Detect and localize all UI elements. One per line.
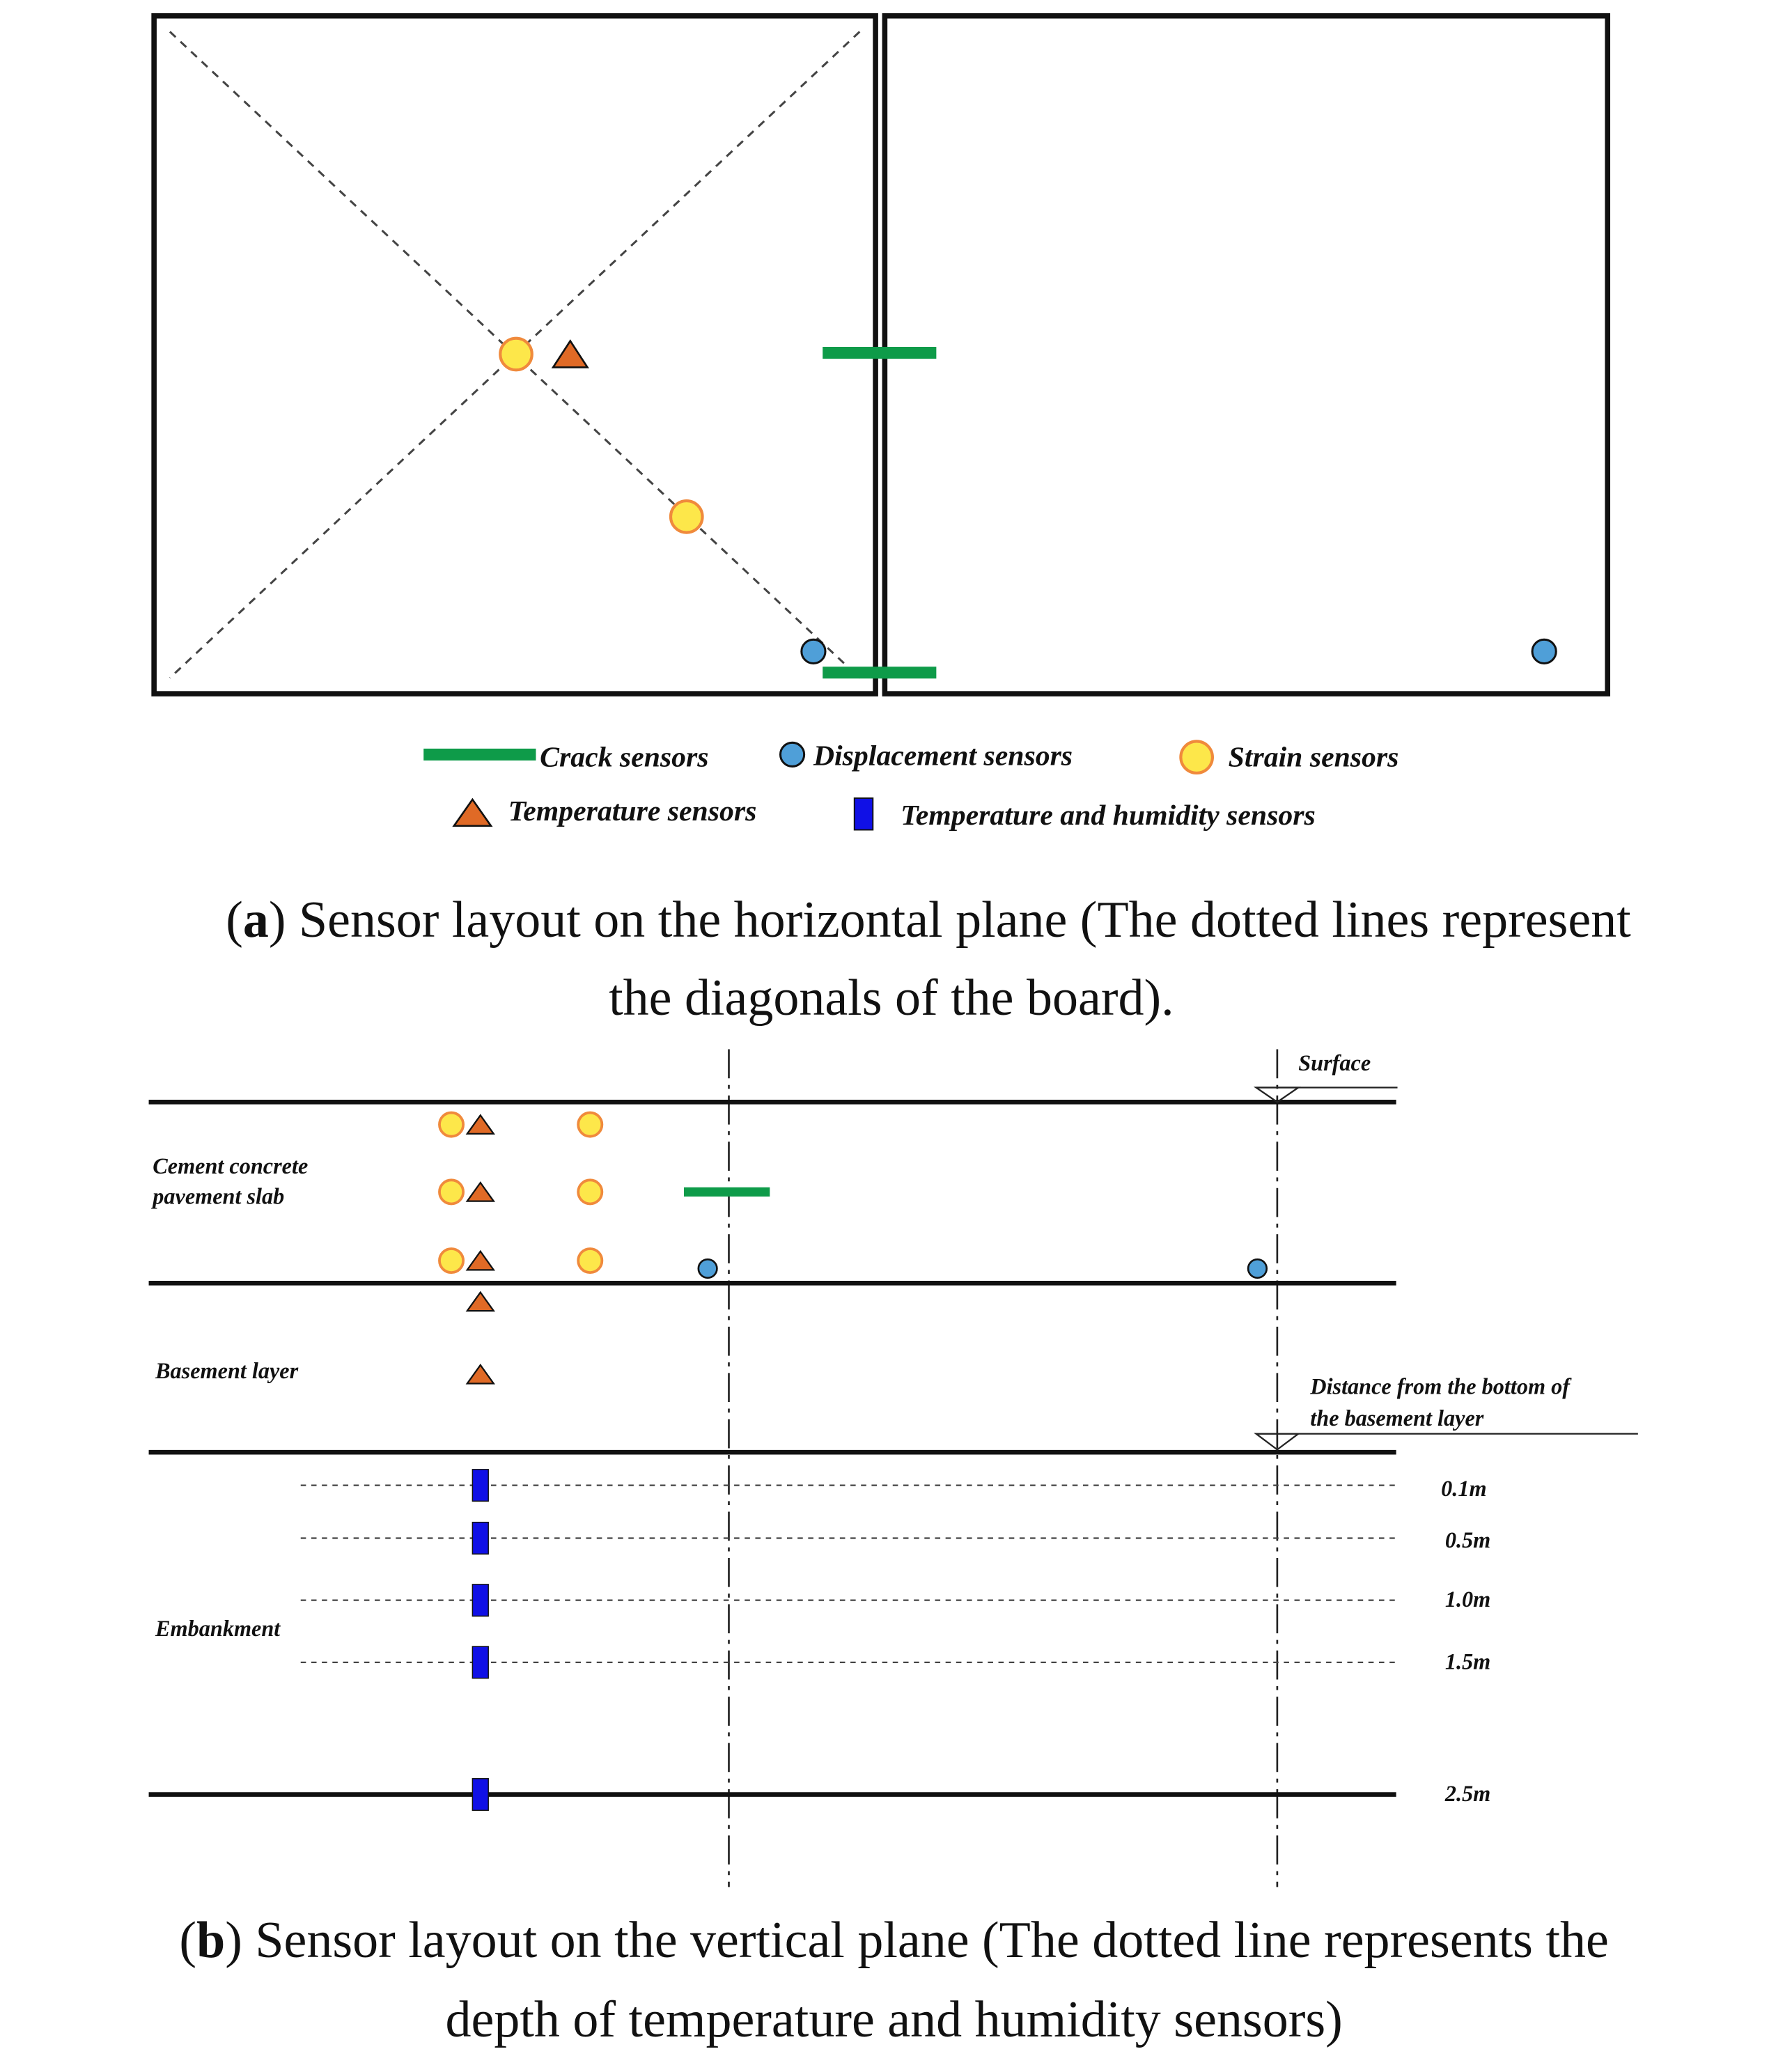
- depth-label-2.5m: 2.5m: [1444, 1781, 1490, 1806]
- distance-label-line1: Distance from the bottom of: [1309, 1374, 1572, 1399]
- strain-sensor-bottom-2: [577, 1247, 604, 1275]
- horizontal-plane-diagram: [151, 13, 1611, 696]
- strain-sensor-mid-2: [577, 1178, 604, 1206]
- legend-temp-humidity-label: Temperature and humidity sensors: [901, 800, 1316, 832]
- distance-label-line2: the basement layer: [1310, 1405, 1483, 1431]
- temp-humidity-sensor-1.0m: [472, 1584, 489, 1617]
- strain-sensor-center: [499, 336, 533, 372]
- legend-displacement-label: Displacement sensors: [813, 740, 1073, 772]
- distance-marker-triangle: [1254, 1433, 1301, 1451]
- basement-label: Basement layer: [155, 1358, 299, 1383]
- embankment-label: Embankment: [155, 1616, 281, 1641]
- strain-sensor-bottom-1: [438, 1247, 465, 1275]
- slab-label-line1: Cement concrete: [153, 1153, 308, 1178]
- strain-sensor-diagonal: [669, 499, 704, 534]
- temperature-sensor-basement-1: [465, 1291, 495, 1312]
- temp-humidity-sensor-1.5m: [472, 1646, 489, 1679]
- slab-label-line2: pavement slab: [150, 1183, 284, 1208]
- temperature-sensor-basement-2: [465, 1363, 495, 1385]
- legend-strain-swatch: [1179, 740, 1214, 775]
- caption-a-line1: (a) Sensor layout on the horizontal plan…: [226, 891, 1631, 949]
- legend-strain-label: Strain sensors: [1229, 741, 1399, 773]
- temp-humidity-sensor-0.5m: [472, 1521, 489, 1555]
- legend-temperature-label: Temperature sensors: [508, 795, 757, 827]
- temperature-sensor-slab-bottom: [465, 1249, 495, 1271]
- strain-sensor-mid-1: [438, 1178, 465, 1206]
- depth-label-0.1m: 0.1m: [1441, 1476, 1486, 1501]
- legend: Crack sensors Displacement sensors Strai…: [423, 740, 1398, 832]
- displacement-sensor-right: [1531, 638, 1557, 664]
- displacement-sensor-section-right: [1247, 1258, 1268, 1279]
- caption-b-line2: depth of temperature and humidity sensor…: [446, 1991, 1343, 2048]
- caption-b-line1: (b) Sensor layout on the vertical plane …: [179, 1912, 1608, 1969]
- depth-label-0.5m: 0.5m: [1445, 1527, 1490, 1552]
- caption-b: (b) Sensor layout on the vertical plane …: [179, 1912, 1608, 2048]
- depth-label-1.0m: 1.0m: [1445, 1587, 1490, 1612]
- displacement-sensor-section-left: [697, 1258, 718, 1279]
- legend-temp-humidity-swatch: [853, 797, 874, 831]
- strain-sensor-top-1: [438, 1111, 465, 1138]
- displacement-sensor-left: [800, 638, 827, 664]
- temperature-sensor-slab-top: [465, 1114, 495, 1135]
- legend-crack-label: Crack sensors: [540, 741, 708, 773]
- temperature-sensor: [551, 339, 589, 368]
- caption-a: (a) Sensor layout on the horizontal plan…: [226, 891, 1631, 1027]
- surface-marker-triangle: [1253, 1086, 1301, 1103]
- slab-right: [882, 13, 1611, 696]
- strain-sensor-top-2: [577, 1111, 604, 1138]
- legend-displacement-swatch: [779, 741, 806, 768]
- temp-humidity-sensor-0.1m: [472, 1469, 489, 1502]
- depth-label-1.5m: 1.5m: [1445, 1649, 1490, 1674]
- temp-humidity-sensor-2.5m: [472, 1778, 489, 1812]
- legend-temperature-swatch: [452, 797, 493, 827]
- caption-a-line2: the diagonals of the board).: [609, 969, 1174, 1027]
- temperature-sensor-slab-mid: [465, 1181, 495, 1202]
- vertical-plane-diagram: Surface Distance from the bottom of the …: [148, 1049, 1638, 1887]
- surface-label: Surface: [1298, 1050, 1371, 1075]
